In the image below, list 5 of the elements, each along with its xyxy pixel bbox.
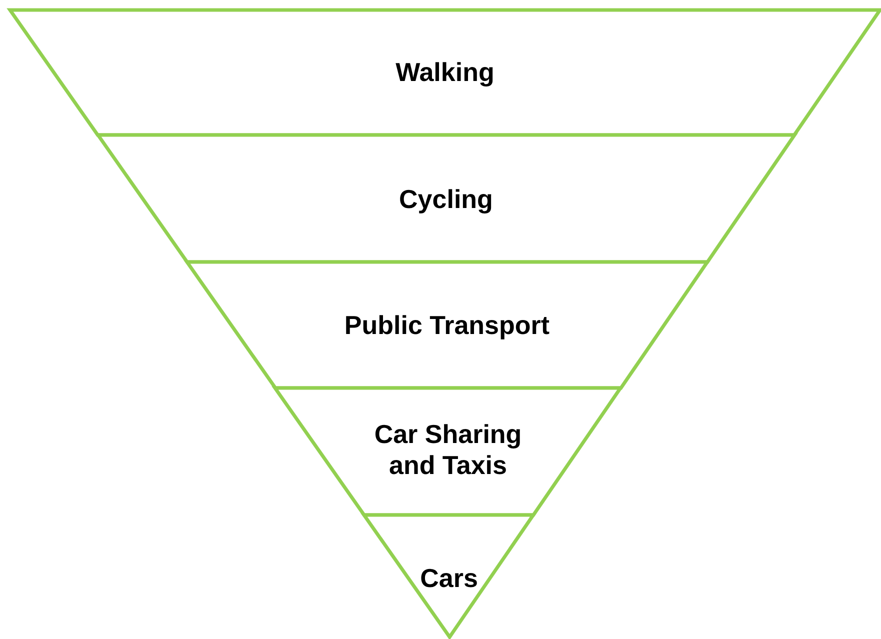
band-label: Car Sharing and Taxis xyxy=(373,419,523,481)
band-label: Cars xyxy=(420,562,478,594)
band-label: Public Transport xyxy=(344,310,550,340)
band-label: Walking xyxy=(396,56,494,88)
band-label: Cycling xyxy=(399,184,493,214)
